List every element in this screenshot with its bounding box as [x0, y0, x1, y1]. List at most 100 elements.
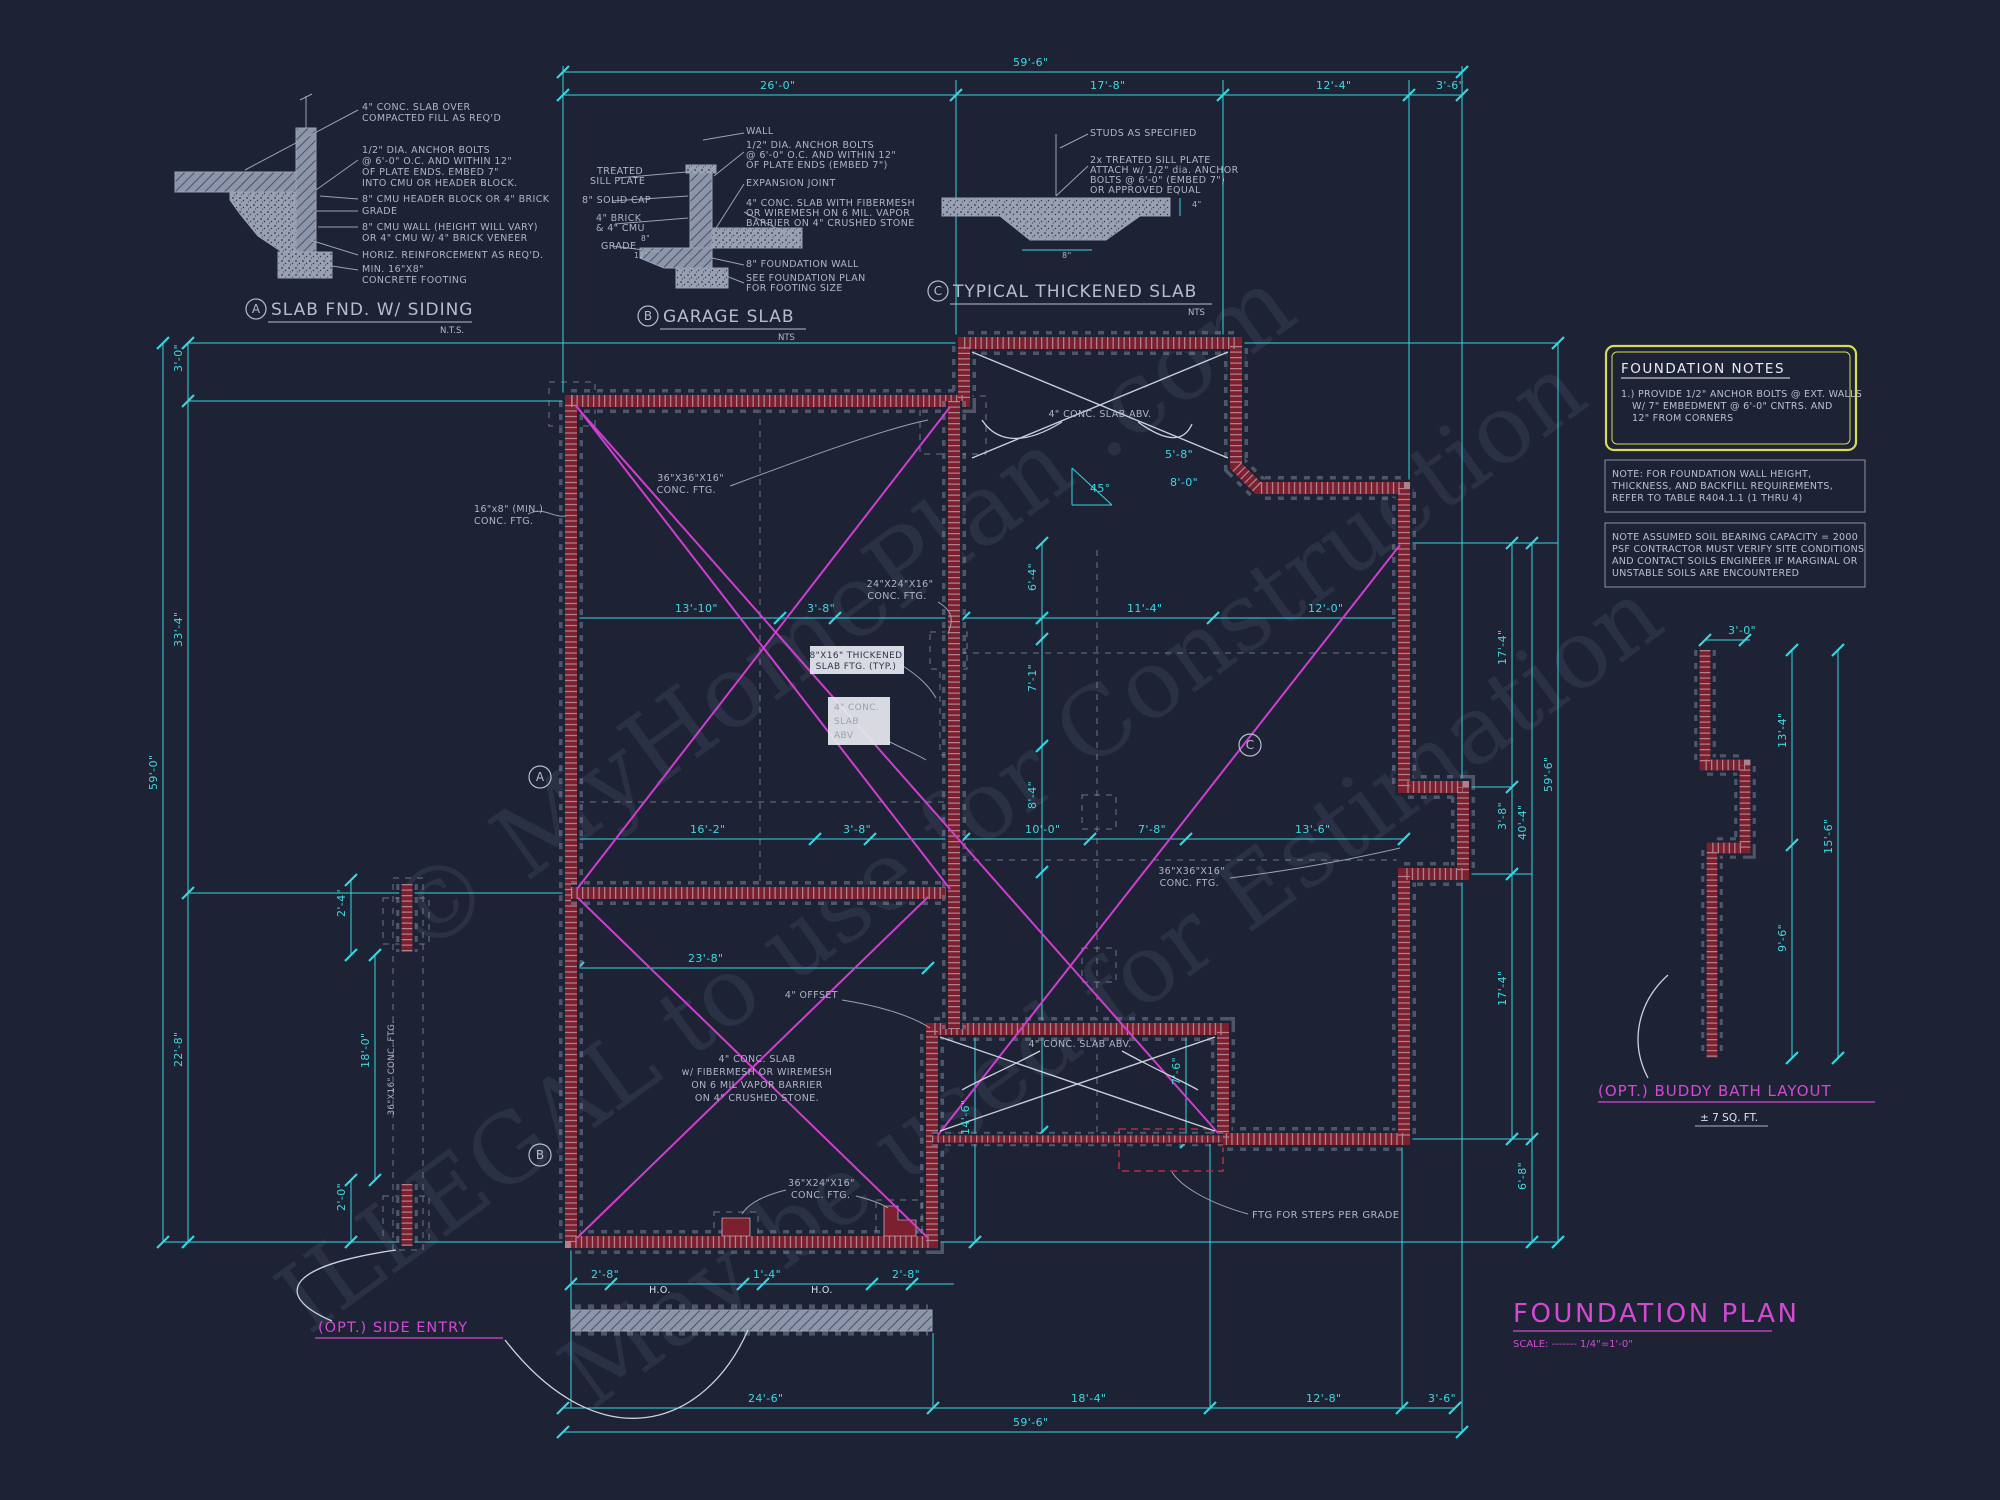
dimension-text: 7'-1": [1026, 664, 1039, 692]
dimension-text: 3'-0": [172, 344, 185, 372]
dimension-tick: [1448, 1401, 1462, 1415]
annotation-label: 4" BRICK: [596, 213, 642, 224]
dimension-text: 24'-6": [748, 1392, 783, 1405]
soil-bearing-note-box: NOTE ASSUMED SOIL BEARING CAPACITY = 200…: [1604, 522, 1866, 588]
dimension-text: 11'-4": [1127, 602, 1162, 615]
leader-line: [319, 195, 359, 200]
annotation-label: OF PLATE ENDS. EMBED 7": [362, 167, 499, 178]
dimension-tick: [1831, 1051, 1845, 1065]
foundation-notes-title: FOUNDATION NOTES: [1621, 361, 1785, 377]
annotation-label: WALL: [746, 126, 774, 137]
annotation-label: CONC. FTG.: [1160, 878, 1219, 889]
annotation-label: 8" FOUNDATION WALL: [746, 259, 859, 270]
dimension-text: 15'-6": [1822, 819, 1835, 854]
dimension-tick: [1505, 867, 1519, 881]
dimension-text: 10'-0": [1025, 823, 1060, 836]
section-material: [685, 164, 717, 174]
annotation-label: OR 4" CMU W/ 4" BRICK VENEER: [362, 233, 528, 244]
note-line: UNSTABLE SOILS ARE ENCOUNTERED: [1612, 568, 1799, 579]
dimension-text: 13'-10": [675, 602, 718, 615]
foundation-notes-inner-border: [1611, 351, 1851, 445]
dimension-tick: [1216, 88, 1230, 102]
dimension-tick: [1455, 65, 1469, 79]
detail-reference-bubble: [528, 1143, 552, 1167]
annotation-label: FOR FOOTING SIZE: [746, 283, 843, 294]
annotation-label: 4" CONC. SLAB ABV.: [1028, 1039, 1131, 1050]
section-material: [229, 191, 303, 253]
annotation-label: @ 6'-0" O.C. AND WITHIN 12": [362, 156, 512, 167]
annotation-label: OF PLATE ENDS (EMBED 7"): [746, 160, 888, 171]
leader-line: [937, 601, 952, 635]
buddy-bath-area: ± 7 SQ. FT.: [1700, 1112, 1758, 1124]
annotation-label: 8"X16" THICKENED: [809, 651, 902, 661]
dimension-text: 2'-8": [591, 1268, 619, 1281]
dimension-text: 7'-8": [1138, 823, 1166, 836]
buddy-bath-title-group: (OPT.) BUDDY BATH LAYOUT ± 7 SQ. FT.: [1598, 1082, 1875, 1127]
dimension-text: 45°: [1090, 482, 1111, 495]
dimension-text: 3'-6": [1436, 79, 1464, 92]
leader-curve: [296, 1249, 397, 1322]
dimension-tick: [181, 886, 195, 900]
dimension-text: 6'-4": [1026, 563, 1039, 591]
leader-line: [711, 257, 745, 266]
dimension-tick: [368, 1173, 382, 1187]
leader-line: [1055, 165, 1089, 197]
dimension-text: 18'-0": [359, 1033, 372, 1068]
plan-scale: SCALE: ------- 1/4"=1'-0": [1513, 1339, 1633, 1350]
dimension-text: 17'-8": [1090, 79, 1125, 92]
dimension-text: 13'-6": [1295, 823, 1330, 836]
dimension-text: 14'-6": [959, 1100, 972, 1135]
section-material: [711, 227, 803, 249]
detail-reference-bubble: [528, 765, 552, 789]
dimension-tick: [181, 1235, 195, 1249]
annotation-label: 4" CONC. SLAB ABV.: [1048, 409, 1151, 420]
slab-diagonal: [576, 896, 929, 1239]
section-material: [675, 267, 729, 289]
dimension-tick: [344, 948, 358, 962]
leader-curve: [961, 1050, 1041, 1091]
dimension-text: 1'-4": [753, 1268, 781, 1281]
detail-reference-letter: A: [536, 770, 545, 784]
annotation-label: 4" CONC. SLAB: [718, 1054, 795, 1065]
foundation-note-line: 12" FROM CORNERS: [1632, 413, 1734, 424]
dimension-tick: [1035, 739, 1049, 753]
label-background: [828, 697, 890, 745]
dimension-tick: [556, 1425, 570, 1439]
dimension-tick: [1035, 865, 1049, 879]
dimension-tick: [1206, 611, 1220, 625]
annotation-label: CONC. FTG.: [474, 516, 533, 527]
dimension-tick: [968, 1235, 982, 1249]
note-box-2-border: [1604, 522, 1866, 588]
annotation-label: H.O.: [811, 1285, 833, 1296]
annotation-label: SLAB: [834, 717, 859, 727]
annotation-label: 4" CONC. SLAB WITH FIBERMESH: [746, 198, 915, 209]
footing-outline: [382, 897, 430, 945]
dimension-tick: [808, 832, 822, 846]
dimension-tick: [773, 611, 787, 625]
dimension-tick: [1083, 832, 1097, 846]
annotation-label: 8": [1062, 251, 1072, 260]
leader-line: [743, 211, 801, 241]
dimension-tick: [1035, 632, 1049, 646]
dimension-tick: [1505, 1132, 1519, 1146]
dimension-tick: [828, 611, 842, 625]
annotation-label: HORIZ. REINFORCEMENT AS REQ'D.: [362, 250, 544, 261]
detail-c-title: C TYPICAL THICKENED SLAB NTS: [927, 280, 1212, 318]
dimension-tick: [1551, 336, 1565, 350]
dimension-tick: [926, 1401, 940, 1415]
leader-line: [841, 999, 931, 1029]
note-line: NOTE ASSUMED SOIL BEARING CAPACITY = 200…: [1612, 532, 1858, 543]
footing-outline: [1081, 947, 1117, 983]
dimension-text: 13'-4": [1776, 713, 1789, 748]
annotation-label: 1/2" DIA. ANCHOR BOLTS: [362, 145, 490, 156]
annotation-label: ON 4" CRUSHED STONE.: [695, 1093, 819, 1104]
leader-line: [244, 109, 359, 171]
leader-line: [741, 1189, 787, 1215]
leader-line: [315, 159, 359, 191]
foundation-wall: [1699, 650, 1751, 1058]
dimension-tick: [736, 1277, 750, 1291]
annotation-label: CONC. FTG.: [867, 591, 926, 602]
annotation-label: SEE FOUNDATION PLAN: [746, 273, 866, 284]
dimension-tick: [1785, 1051, 1799, 1065]
